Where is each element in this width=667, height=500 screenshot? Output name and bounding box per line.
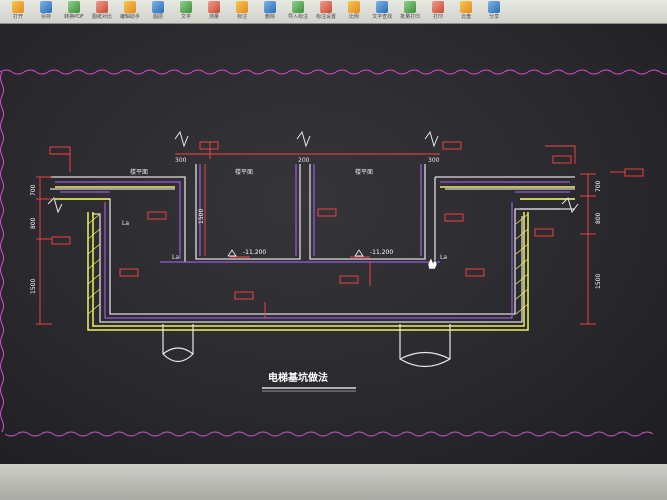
scale-icon (348, 1, 361, 13)
drawing-border-top (0, 69, 667, 75)
height-1500-label: 1500 (198, 209, 205, 224)
folder-icon (12, 1, 24, 13)
break-symbols (47, 130, 579, 214)
cloud-icon (460, 1, 473, 13)
toolbar-button-label: 批量打印 (400, 14, 421, 20)
toolbar-button[interactable]: 批量打印 (398, 1, 422, 23)
wall-thickness-mid: 200 (298, 157, 310, 164)
assist-icon (124, 1, 137, 13)
toolbar-button[interactable]: 图层 (146, 1, 170, 23)
toolbar-button-label: 导入标注 (288, 14, 309, 20)
toolbar-button[interactable]: 编辑助手 (118, 1, 142, 23)
toolbar-button[interactable]: 删除 (258, 1, 282, 23)
dim-800-left: 800 (30, 217, 37, 229)
text-icon (180, 1, 193, 13)
drawing-svg: 楼平面 楼平面 楼平面 300 200 300 La La La -11.200… (0, 69, 667, 437)
floor-label-mid: 楼平面 (235, 168, 253, 176)
save-icon (40, 1, 52, 13)
wall-thickness-right: 300 (428, 157, 440, 164)
drain-pipe-right (399, 324, 451, 368)
toolbar-button-label: 删除 (265, 14, 276, 20)
toolbar-button-label: 标注 (237, 14, 248, 20)
toolbar-button-label: 打开 (12, 14, 23, 20)
la-label-left: La (122, 220, 129, 227)
wall-thickness-left: 300 (175, 157, 187, 164)
convert-icon (68, 1, 80, 13)
toolbar-button[interactable]: 打开 (6, 1, 30, 23)
toolbar-button-label: 测量 (209, 14, 220, 20)
printer-icon (432, 1, 445, 13)
toolbar-button[interactable]: 打印 (426, 1, 450, 23)
wall-left-hatch (87, 213, 101, 315)
la-label-mid: La (172, 254, 179, 261)
status-bar (0, 464, 667, 500)
dim-1500-left: 1500 (30, 279, 37, 294)
toolbar-button-label: 比例 (349, 14, 360, 20)
toolbar-button[interactable]: 转换PDF (62, 1, 86, 23)
compare-icon (96, 1, 108, 13)
toolbar-button[interactable]: 标注设置 (314, 1, 338, 23)
toolbar-button-label: 分享 (489, 14, 500, 20)
dimension-lines (36, 142, 625, 325)
floor-label-right: 楼平面 (355, 168, 373, 176)
slab-outline (50, 164, 575, 262)
measure-icon (208, 1, 221, 13)
toolbar-button[interactable]: 文字 (174, 1, 198, 23)
dim-700-left: 700 (30, 184, 37, 196)
drawing-title: 电梯基坑做法 (268, 371, 328, 384)
toolbar-button[interactable]: 导入标注 (286, 1, 310, 23)
dim-1500-right: 1500 (595, 274, 602, 289)
wall-hatch (55, 186, 575, 331)
toolbar-button-label: 转换PDF (64, 14, 84, 20)
drawing-border-bottom (4, 431, 654, 437)
settings-icon (320, 1, 333, 13)
toolbar-button[interactable]: 比例 (342, 1, 366, 23)
toolbar-button[interactable]: 测量 (202, 1, 226, 23)
toolbar-button[interactable]: 图纸对比 (90, 1, 114, 23)
cad-ribbon-toolbar: 打开 另存 转换PDF 图纸对比 编辑助手 图层 文字 测量 标注 删除 导入标注 标注设置 比例 文字查… (0, 0, 667, 24)
la-label-right: La (440, 254, 447, 261)
drawing-border-left (0, 71, 4, 433)
dimension-icon (236, 1, 249, 13)
dim-700-right: 700 (595, 180, 602, 192)
wall-right-hatch (515, 213, 529, 315)
floor-label-left: 楼平面 (130, 168, 148, 176)
toolbar-button[interactable]: 文字查找 (370, 1, 394, 23)
annotation-tags (49, 141, 644, 300)
elevation-label-left: -11.200 (243, 249, 266, 256)
toolbar-button-label: 标注设置 (316, 14, 337, 20)
dim-800-right: 800 (595, 212, 602, 224)
elevation-markers (227, 249, 364, 257)
toolbar-button-label: 云盘 (461, 14, 472, 20)
toolbar-button-label: 图层 (153, 14, 164, 20)
share-icon (488, 1, 501, 13)
print-icon (404, 1, 417, 13)
toolbar-button-label: 文字查找 (372, 14, 393, 20)
elevation-label-right: -11.200 (370, 249, 393, 256)
rebar-lines (55, 164, 570, 319)
drain-pipe-left (162, 324, 194, 363)
toolbar-button-label: 图纸对比 (92, 14, 113, 20)
toolbar-button-label: 编辑助手 (120, 14, 141, 20)
import-icon (292, 1, 305, 13)
toolbar-button-label: 文字 (181, 14, 192, 20)
toolbar-button[interactable]: 云盘 (454, 1, 478, 23)
delete-icon (264, 1, 277, 13)
toolbar-button[interactable]: 标注 (230, 1, 254, 23)
toolbar-button[interactable]: 另存 (34, 1, 58, 23)
toolbar-button[interactable]: 分享 (482, 1, 506, 23)
toolbar-button-label: 打印 (433, 14, 444, 20)
find-icon (376, 1, 389, 13)
mouse-cursor-icon (427, 257, 438, 270)
layer-icon (152, 1, 165, 13)
cad-drawing-canvas[interactable]: 楼平面 楼平面 楼平面 300 200 300 La La La -11.200… (0, 24, 667, 464)
toolbar-button-label: 另存 (40, 14, 51, 20)
